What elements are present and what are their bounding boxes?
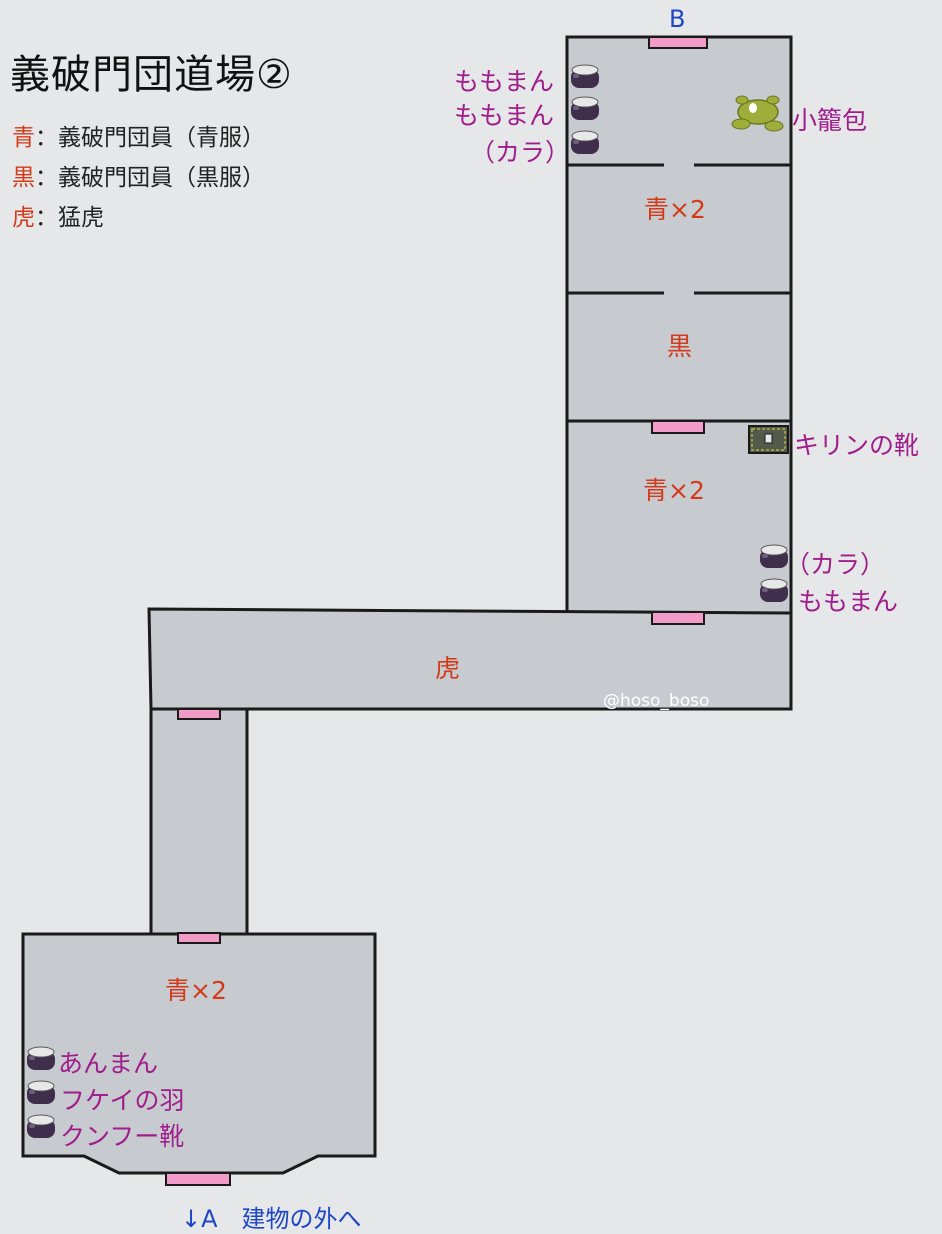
enemy-label-room3: 黒 bbox=[667, 332, 693, 361]
jar-icon bbox=[570, 96, 600, 121]
dumpling-table-icon bbox=[731, 95, 784, 132]
corridor-room bbox=[147, 607, 793, 711]
jar-icon bbox=[26, 1080, 56, 1105]
vertical-corridor bbox=[149, 707, 249, 936]
legend-item-blue: 青：義破門団員（青服） bbox=[12, 125, 265, 151]
enemy-label-room2: 青×2 bbox=[644, 195, 706, 224]
door-room4 bbox=[651, 420, 705, 434]
exit-label-a: ↓A 建物の外へ bbox=[181, 1205, 362, 1233]
enemy-label-room4: 青×2 bbox=[643, 476, 705, 505]
door-bottom-room bbox=[177, 932, 221, 944]
jar-icon bbox=[759, 578, 789, 603]
jar-icon bbox=[26, 1114, 56, 1139]
room-bottom bbox=[21, 932, 377, 1175]
item-label: キリンの靴 bbox=[794, 431, 920, 460]
door-corridor-left bbox=[177, 708, 221, 720]
legend-item-black: 黒：義破門団員（黒服） bbox=[12, 165, 265, 191]
jar-icon bbox=[570, 130, 600, 155]
treasure-chest-icon bbox=[748, 425, 789, 454]
item-label: （カラ） bbox=[785, 550, 886, 579]
enemy-label-corridor: 虎 bbox=[435, 654, 461, 683]
legend-item-tiger: 虎：猛虎 bbox=[12, 205, 104, 231]
item-label: ももまん bbox=[798, 587, 899, 616]
page-title: 義破門団道場② bbox=[10, 52, 293, 98]
room-2 bbox=[565, 163, 793, 295]
watermark: @hoso_boso bbox=[603, 691, 710, 711]
item-label: （カラ） bbox=[470, 138, 571, 167]
door-corridor-right bbox=[651, 611, 705, 625]
door-top bbox=[648, 36, 708, 49]
enemy-label-bottom-room: 青×2 bbox=[165, 976, 227, 1005]
item-label: ももまん bbox=[454, 67, 555, 96]
item-label: 小籠包 bbox=[792, 106, 868, 135]
item-label: ももまん bbox=[454, 101, 555, 130]
item-label: クンフー靴 bbox=[60, 1122, 185, 1151]
jar-icon bbox=[759, 544, 789, 569]
room-3 bbox=[565, 291, 793, 423]
item-label: フケイの羽 bbox=[60, 1086, 185, 1115]
jar-icon bbox=[570, 64, 600, 89]
item-label: あんまん bbox=[58, 1049, 159, 1078]
door-exit bbox=[165, 1172, 231, 1186]
jar-icon bbox=[26, 1046, 56, 1071]
exit-label-b: B bbox=[669, 5, 686, 33]
